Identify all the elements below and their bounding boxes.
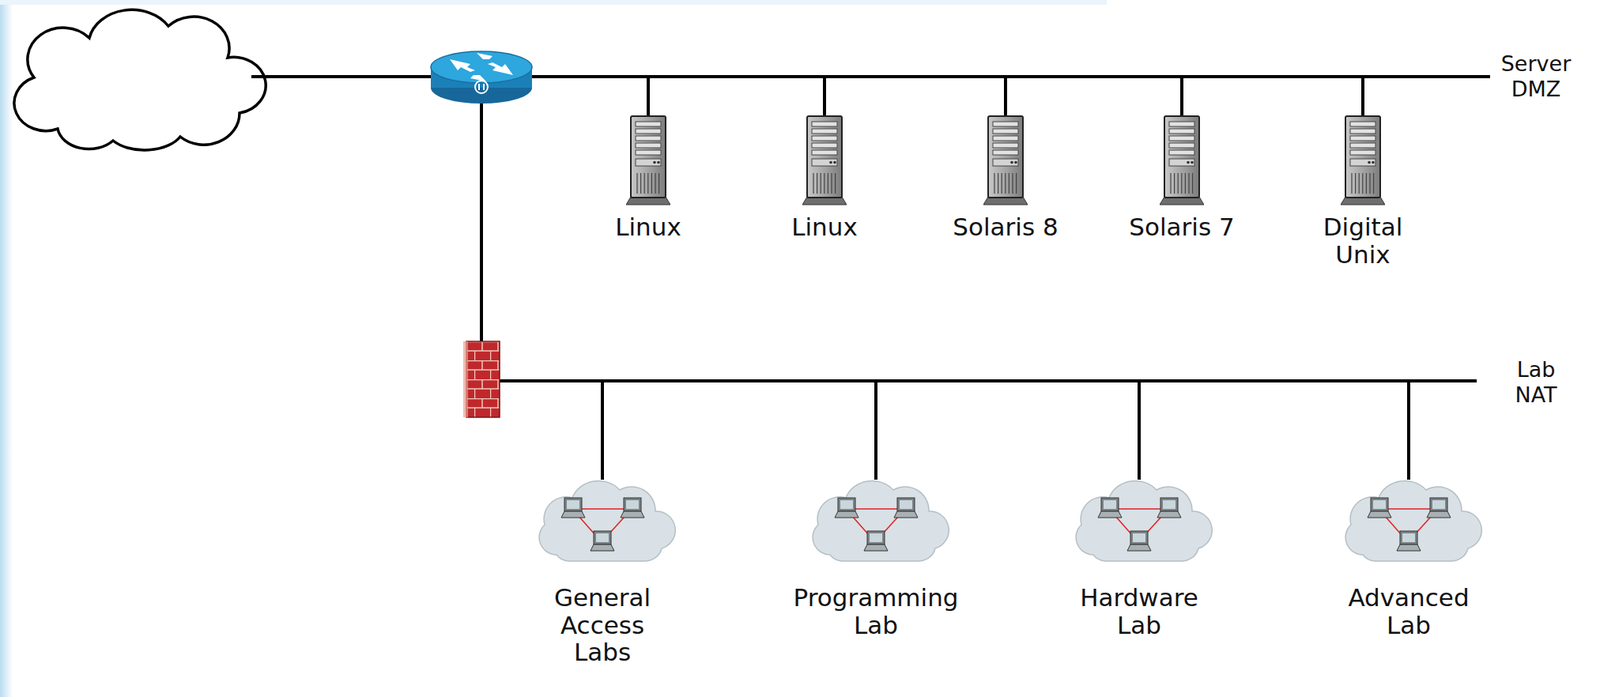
- server-icon: [983, 114, 1028, 206]
- server-icon: [626, 114, 671, 206]
- router-icon: [430, 51, 533, 104]
- server-icon: [1159, 114, 1204, 206]
- server-icon: [802, 114, 847, 206]
- node-label: Linux: [615, 213, 682, 242]
- server-icon: [1340, 114, 1385, 206]
- node-label: Solaris 7: [1128, 213, 1234, 242]
- network-name: Lab NAT: [1514, 357, 1557, 409]
- page-edge: [0, 0, 1107, 5]
- server: Linux: [791, 114, 858, 242]
- node-label: General Access Labs: [554, 584, 651, 667]
- lab-network: Hardware Lab: [1065, 475, 1214, 639]
- network-wire: [251, 76, 1491, 480]
- server: Solaris 7: [1128, 114, 1234, 242]
- page-edge: [0, 0, 13, 697]
- lab-network: Programming Lab: [793, 475, 959, 639]
- server: Digital Unix: [1323, 114, 1404, 268]
- node-label: Digital Unix: [1323, 213, 1404, 268]
- lab-cloud-icon: [1065, 475, 1214, 567]
- network-name: Server DMZ: [1501, 51, 1572, 103]
- node-label: Hardware Lab: [1079, 584, 1199, 639]
- lab-network: General Access Labs: [528, 475, 677, 667]
- lab-cloud-icon: [1335, 475, 1484, 567]
- lab-cloud-icon: [528, 475, 677, 567]
- node-label: Solaris 8: [952, 213, 1058, 242]
- internet-cloud: [14, 9, 266, 151]
- server: Linux: [615, 114, 682, 242]
- server: Solaris 8: [952, 114, 1058, 242]
- lab-cloud-icon: [802, 475, 951, 567]
- node-label: Linux: [791, 213, 858, 242]
- firewall-icon: [463, 341, 500, 418]
- node-label: Programming Lab: [793, 584, 959, 639]
- lab-network: Advanced Lab: [1335, 475, 1484, 639]
- node-label: Advanced Lab: [1347, 584, 1469, 639]
